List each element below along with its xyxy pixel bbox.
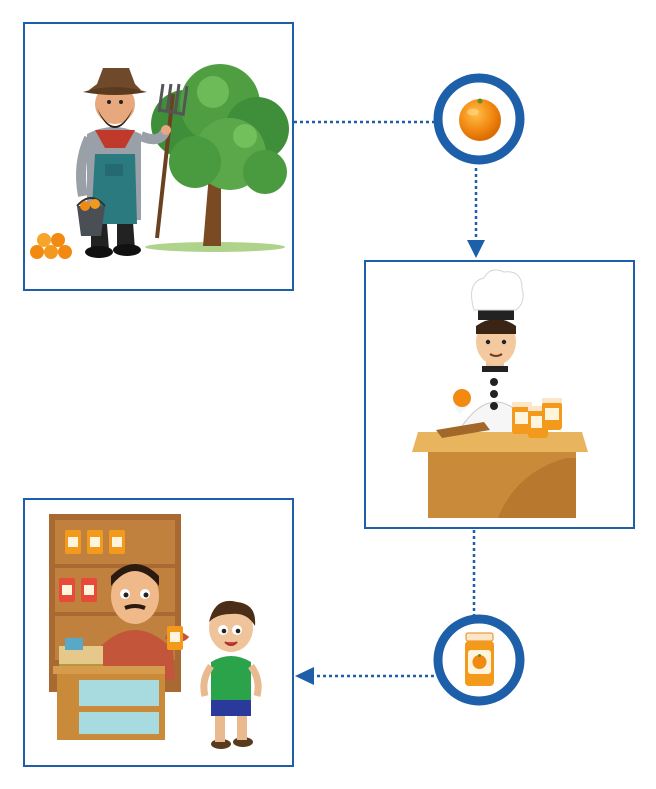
shopkeeper-selling-jam-illustration [49,514,262,749]
jam-node [433,614,525,706]
arrow-left-icon [295,667,314,685]
tree-icon [151,64,289,246]
arrow-down-icon [467,240,485,258]
shelf-jars-icon [59,530,125,602]
orange-node [433,73,525,165]
farmer-figure [76,68,171,258]
jam-jars-icon [512,398,562,438]
boy-figure [200,600,262,749]
counter-icon [412,422,588,518]
edge-jam-to-shopkeeper [295,667,434,685]
stage-shopkeeper [23,498,294,767]
orange-pile-icon [30,233,72,259]
bucket-icon [76,197,106,236]
shop-counter-icon [53,666,165,740]
stage-farmer [23,22,294,291]
orange-in-hand-icon [453,389,471,407]
chef-making-jam-illustration [412,269,588,518]
farmer-picking-oranges-illustration [30,64,289,259]
edge-orange-to-chef [467,168,485,258]
jam-jar-icon [465,632,494,686]
orange-icon [459,98,501,141]
pitchfork-icon [155,83,189,239]
stage-chef [364,260,635,529]
